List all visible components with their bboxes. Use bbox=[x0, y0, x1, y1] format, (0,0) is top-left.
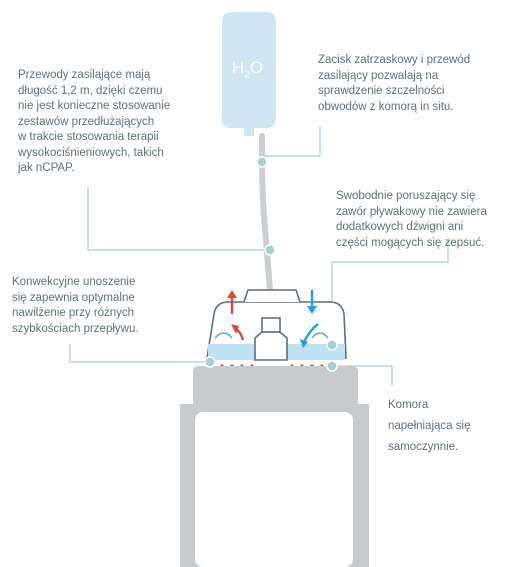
bag-label: H2O bbox=[232, 58, 263, 80]
bag-label-o: O bbox=[249, 58, 264, 77]
dot-auto-fill bbox=[326, 360, 338, 372]
valve-stem bbox=[261, 317, 281, 333]
chamber-top-port bbox=[243, 289, 301, 303]
bag-label-2: 2 bbox=[244, 69, 250, 81]
annotation-convection: Konwekcyjne unoszenie się zapewnia optym… bbox=[12, 276, 139, 335]
leader-convection bbox=[69, 344, 210, 363]
warm-arrow-up-head bbox=[227, 290, 237, 298]
cool-arrow-curve bbox=[302, 323, 319, 343]
humidifier-chamber bbox=[206, 289, 347, 361]
bag-label-h: H bbox=[232, 58, 245, 77]
annotation-snap-clamp: Zacisk zatrzaskowy i przewód zasilający … bbox=[318, 54, 471, 113]
warm-air-arrows bbox=[227, 290, 245, 341]
float-valve bbox=[254, 331, 288, 361]
dot-float-valve bbox=[326, 339, 338, 351]
convection-curl-right bbox=[311, 332, 329, 339]
humidifier-base bbox=[180, 366, 369, 567]
annotation-auto-fill: Komora napełniająca się samoczynnie. bbox=[388, 399, 471, 453]
base-panel bbox=[195, 412, 353, 567]
leader-supply-tubes bbox=[87, 187, 270, 251]
annotation-supply-tubes: Przewody zasilające mają długość 1,2 m, … bbox=[18, 69, 171, 174]
bag-neck bbox=[244, 128, 254, 136]
cool-arrow-curve-head bbox=[300, 339, 308, 348]
convection-curl-left bbox=[214, 332, 233, 339]
base-top bbox=[193, 366, 358, 404]
cool-air-arrows bbox=[300, 290, 319, 348]
leader-float-valve bbox=[331, 240, 449, 343]
cool-arrow-down-head bbox=[307, 306, 317, 314]
connector-dots bbox=[204, 156, 338, 372]
annotation-float-valve: Swobodnie poruszający się zawór pływakow… bbox=[336, 190, 487, 249]
leader-snap-clamp bbox=[261, 126, 321, 162]
dot-supply-tubes bbox=[264, 244, 276, 256]
dot-convection bbox=[204, 356, 216, 368]
water-bag bbox=[222, 12, 276, 128]
dot-snap-clamp bbox=[256, 156, 268, 168]
warm-arrow-curve-head bbox=[231, 324, 239, 334]
